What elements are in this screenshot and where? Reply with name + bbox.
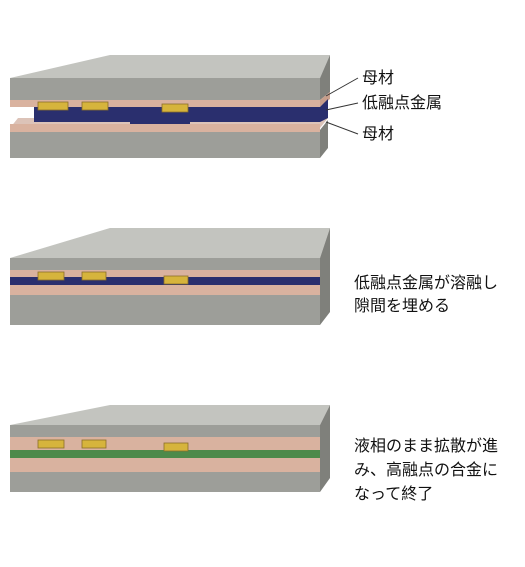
caption-step2-line1: 低融点金属が溶融し bbox=[354, 273, 499, 292]
label-base-metal-top: 母材 bbox=[362, 68, 395, 87]
caption-step3-line1: 液相のまま拡散が進 bbox=[354, 436, 499, 455]
bump-pads bbox=[37, 101, 189, 113]
label-base-metal-bottom: 母材 bbox=[362, 124, 395, 143]
label-low-melting-metal: 低融点金属 bbox=[362, 93, 443, 112]
stage-2-top-surface bbox=[10, 228, 330, 258]
stage-1-before-bonding bbox=[10, 55, 359, 158]
stage-2-copper-lower bbox=[10, 285, 320, 295]
caption-step2-line2: 隙間を埋める bbox=[354, 296, 451, 315]
stage-3-copper-lower bbox=[10, 458, 320, 472]
stage-3-alloy-layer bbox=[10, 450, 320, 458]
stage-3-alloy-formed bbox=[10, 405, 330, 492]
stage-2-side-face bbox=[320, 228, 330, 325]
stage-2-filler-melts bbox=[10, 228, 330, 325]
stage-3-top-surface bbox=[10, 405, 330, 425]
stage-3-side-face bbox=[320, 405, 330, 492]
stage-2-copper-upper bbox=[10, 270, 320, 277]
caption-step3-line3: なって終了 bbox=[354, 484, 434, 503]
stage-3-bump-pads bbox=[37, 439, 189, 452]
base-metal-top-block bbox=[10, 55, 330, 107]
label-leaders bbox=[325, 77, 359, 135]
stage-2-bump-pads bbox=[37, 271, 189, 285]
caption-step3-line2: み、高融点の合金に bbox=[354, 460, 499, 479]
top-plating-layer bbox=[10, 100, 320, 107]
